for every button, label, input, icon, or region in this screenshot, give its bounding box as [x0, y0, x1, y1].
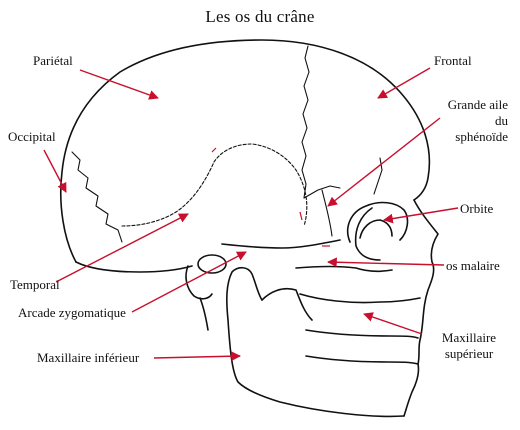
zygomatic-arch-outline: [221, 239, 341, 249]
label-sphenoide-line1: Grande aile: [447, 97, 508, 112]
label-temporal: Temporal: [10, 277, 60, 292]
lambdoid-suture: [71, 151, 123, 243]
label-orbite: Orbite: [460, 201, 494, 216]
label-maxillaire-superieur: Maxillaire supérieur: [426, 330, 512, 362]
skull-outline: [59, 39, 439, 418]
label-sphenoide-line3: sphénoïde: [455, 129, 508, 144]
mastoid-process: [185, 265, 213, 300]
arrow-frontal: [377, 67, 431, 99]
diagram-title: Les os du crâne: [205, 7, 315, 26]
mandible-notch-outline: [261, 287, 313, 321]
label-occipital: Occipital: [8, 129, 56, 144]
sphenofrontal-suture: [321, 189, 333, 237]
external-ear-canal: [197, 254, 227, 274]
label-frontal: Frontal: [434, 53, 472, 68]
zygomatic-body-outline: [354, 207, 381, 261]
label-os-malaire: os malaire: [446, 258, 500, 273]
label-grande-aile-sphenoide: Grande aile du sphénoïde: [398, 97, 508, 145]
maxilla-front-outline: [403, 363, 420, 417]
arrow-sphenoide: [327, 117, 441, 207]
arrow-orbite: [383, 207, 459, 224]
orbit-outline: [346, 201, 409, 243]
arrow-temporal: [55, 213, 189, 283]
arrow-arcade-zygomatique: [131, 251, 247, 313]
maxilla-lower-outline: [299, 293, 421, 304]
squamosal-suture: [121, 143, 308, 227]
arrow-occipital: [43, 149, 67, 193]
cranial-vault-outline: [59, 39, 431, 263]
coronal-suture: [301, 45, 310, 199]
arrow-os-malaire: [327, 257, 445, 268]
label-sphenoide-line2: du: [495, 113, 508, 128]
face-profile-outline: [413, 199, 439, 365]
frontozygomatic-suture: [373, 157, 383, 195]
sutures: [71, 45, 383, 243]
zygomatic-lower-outline: [295, 265, 393, 273]
sphenoid-suture: [303, 185, 341, 199]
arrows: [43, 67, 459, 362]
suture-accents: [211, 147, 330, 247]
arrow-parietal: [79, 69, 159, 100]
label-maxillaire-inferieur: Maxillaire inférieur: [37, 350, 140, 365]
label-arcade-zygomatique: Arcade zygomatique: [18, 305, 126, 320]
styloid-process: [199, 297, 209, 331]
label-parietal: Pariétal: [33, 53, 73, 68]
teeth-line-outline: [305, 329, 419, 339]
arrow-maxillaire-inferieur: [153, 351, 241, 362]
lower-teeth-outline: [305, 355, 419, 365]
label-maxsup-line2: supérieur: [444, 346, 494, 361]
orbit-inner-outline: [359, 219, 393, 239]
label-maxsup-line1: Maxillaire: [441, 330, 497, 345]
arrow-maxillaire-superieur: [363, 312, 423, 335]
occipital-base-outline: [75, 261, 193, 273]
mandible-outline: [226, 266, 405, 418]
